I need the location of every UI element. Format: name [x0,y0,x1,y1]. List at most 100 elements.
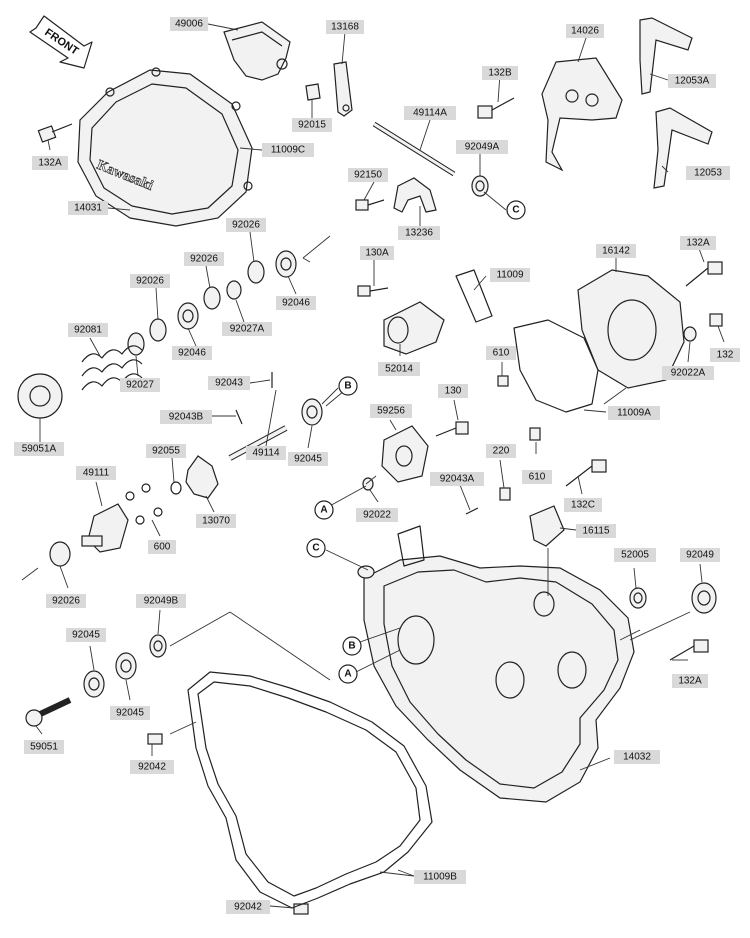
svg-text:13070: 13070 [202,516,230,527]
part-label-13070: 13070 [196,514,236,528]
svg-text:C: C [512,205,519,216]
svg-text:92049: 92049 [686,550,714,561]
pin-92043b [235,409,243,425]
part-label-132a-right: 132A [680,236,716,250]
dowel-610-a [497,375,509,387]
bolt-132b [477,97,515,119]
svg-text:92026: 92026 [136,276,164,287]
dowel-92042-upper [147,733,163,745]
gasket-11009b-inner [197,681,421,897]
gasket-11009b [187,671,433,909]
part-label-49114: 49114 [246,446,286,460]
svg-text:14026: 14026 [571,26,599,37]
ref-b-upper: B [338,376,358,396]
shaft-49114a [372,121,456,177]
svg-text:92049B: 92049B [144,596,179,607]
lever-13168 [333,61,353,117]
part-label-49006: 49006 [170,17,208,31]
gasket-11009 [455,269,493,323]
svg-text:14032: 14032 [623,752,651,763]
svg-text:92045: 92045 [294,454,322,465]
part-label-14026: 14026 [566,24,604,38]
part-label-52005: 52005 [614,548,656,562]
bolt-220 [499,487,511,501]
pump-cover-16142 [577,269,685,389]
svg-text:132C: 132C [571,500,595,511]
washer-stack [127,250,297,356]
svg-text:220: 220 [493,446,510,457]
svg-text:92043A: 92043A [440,474,475,485]
bolt-130 [435,421,469,437]
ref-c-upper: C [506,200,526,220]
leader-lines [21,23,725,909]
gasket-11009a [513,319,599,413]
svg-text:13236: 13236 [405,228,433,239]
part-label-59051: 59051 [24,740,64,754]
part-label-92026-a: 92026 [226,218,266,232]
part-label-92027a: 92027A [222,322,272,336]
svg-text:92015: 92015 [298,120,326,131]
svg-text:92043: 92043 [215,378,243,389]
svg-text:92042: 92042 [234,902,262,913]
impeller-59256 [381,425,429,483]
svg-text:92022: 92022 [363,510,391,521]
part-label-92045-upper: 92045 [288,452,328,466]
part-label-11009b: 11009B [414,870,466,884]
part-label-49111: 49111 [76,466,116,480]
part-label-92022: 92022 [356,508,398,522]
svg-text:12053A: 12053A [675,76,710,87]
part-label-92055: 92055 [146,444,186,458]
svg-text:52005: 52005 [621,550,649,561]
svg-text:92046: 92046 [282,298,310,309]
part-label-52014: 52014 [378,362,420,376]
svg-text:92045: 92045 [116,708,144,719]
part-label-132a-lower: 132A [672,674,708,688]
washer-92026-lower [49,541,71,567]
svg-text:16115: 16115 [582,526,610,537]
ref-a-lower: A [338,664,358,684]
part-label-11009c: 11009C [262,143,314,157]
plate-12053a [639,17,693,95]
svg-text:92046: 92046 [178,348,206,359]
part-label-92042-upper: 92042 [130,760,174,774]
svg-text:49111: 49111 [83,468,110,479]
impeller-13070 [185,455,219,499]
part-label-14031: 14031 [68,201,108,215]
part-label-92015: 92015 [292,118,332,132]
fork-13236 [393,177,437,213]
svg-text:92026: 92026 [190,254,218,265]
svg-text:12053: 12053 [694,168,722,179]
part-label-92043b: 92043B [160,410,212,424]
svg-text:B: B [348,641,355,652]
seal-92049 [691,582,717,614]
housing-49006 [223,21,291,81]
svg-text:132A: 132A [678,676,702,687]
part-label-92049: 92049 [680,548,720,562]
part-label-92026-d: 92026 [46,594,86,608]
svg-text:11009C: 11009C [271,145,305,156]
svg-text:49114: 49114 [252,448,280,459]
part-label-92026-b: 92026 [184,252,224,266]
part-label-610-a: 610 [486,346,516,360]
svg-text:92055: 92055 [152,446,180,457]
washer-92022a [683,326,697,342]
part-label-92049a: 92049A [456,140,508,154]
clutch-cover: Kawasaki [77,67,253,227]
part-label-92042-lower: 92042 [226,900,270,914]
svg-text:14031: 14031 [74,203,102,214]
part-label-16115: 16115 [576,524,616,538]
bolt-130a [357,285,389,297]
part-label-59051a: 59051A [14,442,64,456]
part-label-130a: 130A [360,246,394,260]
svg-text:59051A: 59051A [22,444,57,455]
ref-a-upper: A [314,500,334,520]
svg-text:52014: 52014 [385,364,413,375]
outlet-52014 [383,301,445,355]
dowel-92042-lower [293,903,309,915]
part-label-600: 600 [148,540,176,554]
crankcase-cover-14032 [357,525,635,803]
circlip-92055 [170,481,182,495]
part-label-92081: 92081 [68,323,108,337]
seal-52005 [629,587,647,609]
part-label-130: 130 [438,384,468,398]
